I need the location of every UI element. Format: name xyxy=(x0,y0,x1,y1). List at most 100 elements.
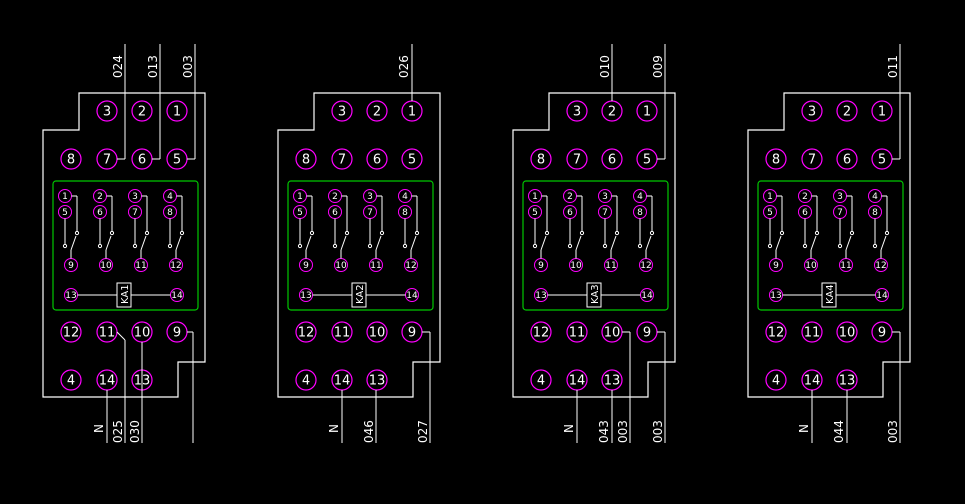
contact-10-label: 10 xyxy=(100,261,112,271)
pin-10-label: 10 xyxy=(839,326,856,341)
contact-terminal xyxy=(74,230,80,236)
pin-11-label: 11 xyxy=(334,326,351,341)
contact-4-label: 4 xyxy=(402,192,408,202)
contact-terminal xyxy=(414,230,420,236)
pin-9-label: 9 xyxy=(878,326,886,341)
contact-blade xyxy=(880,235,887,251)
contact-terminal xyxy=(132,243,138,249)
relay-coil-box xyxy=(757,180,904,311)
pin-7-label: 7 xyxy=(103,153,111,168)
contact-blade xyxy=(845,235,852,251)
contact-terminal xyxy=(779,230,785,236)
pin-8-circle xyxy=(60,148,82,170)
contact-blade xyxy=(540,235,547,251)
wire-label-N: N xyxy=(797,424,811,433)
contact-blade xyxy=(610,235,617,251)
pin-5-label: 5 xyxy=(643,153,651,168)
contact-terminal xyxy=(614,230,620,236)
coil-13-label: 13 xyxy=(535,291,546,301)
pin-2-circle xyxy=(131,100,153,122)
pin-9-label: 9 xyxy=(408,326,416,341)
contact-12-label: 12 xyxy=(170,261,181,271)
wire-label-003: 003 xyxy=(616,420,630,443)
pin-7-label: 7 xyxy=(338,153,346,168)
relay-label: KA3 xyxy=(590,284,601,304)
contact-blade xyxy=(645,235,652,251)
pin-14-label: 14 xyxy=(804,374,821,389)
pin-7-label: 7 xyxy=(808,153,816,168)
contact-blade xyxy=(140,235,147,251)
pin-6-label: 6 xyxy=(373,153,381,168)
wire-label-044: 044 xyxy=(832,420,846,443)
pin-2-label: 2 xyxy=(608,105,616,120)
pin-14-label: 14 xyxy=(569,374,586,389)
contact-terminal xyxy=(379,230,385,236)
pin-14-label: 14 xyxy=(334,374,351,389)
pin-13-label: 13 xyxy=(369,374,386,389)
pin-8-label: 8 xyxy=(67,153,75,168)
wire-label-046: 046 xyxy=(362,420,376,443)
contact-6-label: 6 xyxy=(567,208,573,218)
contact-blade xyxy=(175,235,182,251)
contact-11-label: 11 xyxy=(605,261,616,271)
relay-outline xyxy=(277,92,441,398)
contact-4-label: 4 xyxy=(167,192,173,202)
contact-2-label: 2 xyxy=(332,192,338,202)
contact-12-label: 12 xyxy=(405,261,416,271)
pin-7-circle xyxy=(331,148,353,170)
pin-1-circle xyxy=(636,100,658,122)
pin-2-label: 2 xyxy=(843,105,851,120)
coil-14-label: 14 xyxy=(876,291,888,301)
contact-terminal xyxy=(97,243,103,249)
contact-7-label: 7 xyxy=(132,208,138,218)
contact-8-label: 8 xyxy=(637,208,643,218)
contact-blade xyxy=(105,235,112,251)
contact-8-label: 8 xyxy=(402,208,408,218)
pin-12-circle xyxy=(530,321,552,343)
pin-1-circle xyxy=(166,100,188,122)
pin-5-label: 5 xyxy=(878,153,886,168)
pin-3-circle xyxy=(331,100,353,122)
wire xyxy=(116,331,126,341)
pin-10-label: 10 xyxy=(134,326,151,341)
contact-terminal xyxy=(872,243,878,249)
wire-label-024: 024 xyxy=(111,55,125,78)
pin-2-circle xyxy=(836,100,858,122)
contact-terminal xyxy=(602,243,608,249)
pin-7-label: 7 xyxy=(573,153,581,168)
pin-10-circle xyxy=(836,321,858,343)
pin-12-circle xyxy=(295,321,317,343)
pin-6-label: 6 xyxy=(608,153,616,168)
contact-blade xyxy=(340,235,347,251)
contact-terminal xyxy=(167,243,173,249)
pin-8-label: 8 xyxy=(772,153,780,168)
contact-11-label: 11 xyxy=(370,261,381,271)
contact-7-label: 7 xyxy=(837,208,843,218)
contact-terminal xyxy=(579,230,585,236)
pin-10-label: 10 xyxy=(604,326,621,341)
contact-blade xyxy=(70,235,77,251)
pin-12-label: 12 xyxy=(768,326,785,341)
pin-12-label: 12 xyxy=(63,326,80,341)
coil-box xyxy=(116,282,132,308)
contact-terminal xyxy=(144,230,150,236)
contact-7-label: 7 xyxy=(602,208,608,218)
contact-10-label: 10 xyxy=(335,261,347,271)
pin-8-circle xyxy=(765,148,787,170)
coil-14-label: 14 xyxy=(171,291,183,301)
contact-terminal xyxy=(109,230,115,236)
contact-1-label: 1 xyxy=(532,192,538,202)
pin-6-circle xyxy=(601,148,623,170)
wire-label-003: 003 xyxy=(651,420,665,443)
pin-13-label: 13 xyxy=(604,374,621,389)
contact-3-label: 3 xyxy=(367,192,373,202)
wire-label-N: N xyxy=(562,424,576,433)
relay-label: KA4 xyxy=(825,284,836,304)
pin-10-circle xyxy=(366,321,388,343)
pin-2-circle xyxy=(366,100,388,122)
coil-box xyxy=(351,282,367,308)
